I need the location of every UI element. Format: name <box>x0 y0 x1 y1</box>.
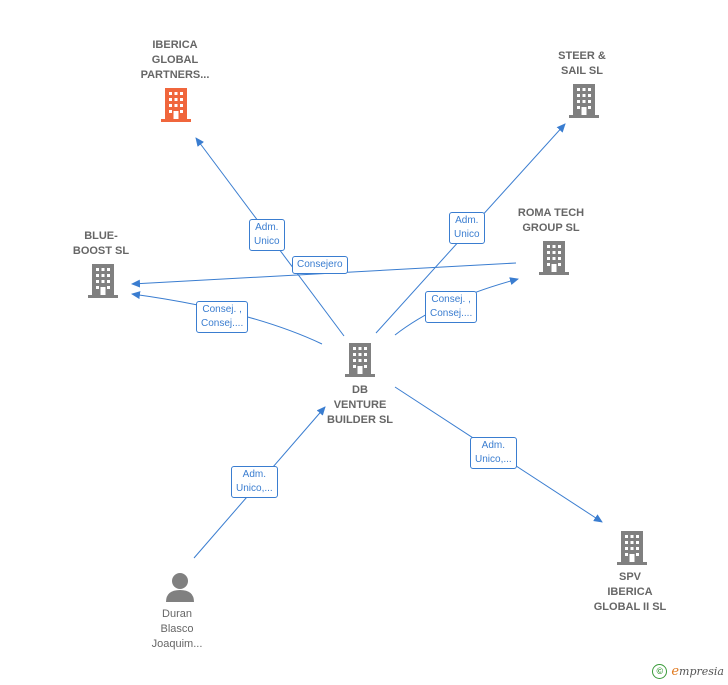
edge-label-iberica[interactable]: Adm. Unico <box>249 219 285 251</box>
blueboost-building-icon[interactable] <box>88 264 118 298</box>
center-node-label[interactable]: DB VENTURE BUILDER SL <box>327 384 393 426</box>
spv-building-icon[interactable] <box>617 531 647 565</box>
spv-node-label[interactable]: SPV IBERICA GLOBAL II SL <box>593 571 667 613</box>
iberica-node-label[interactable]: IBERICA GLOBAL PARTNERS... <box>140 39 210 81</box>
roma-node-label[interactable]: ROMA TECH GROUP SL <box>517 207 585 234</box>
steer-node-label[interactable]: STEER & SAIL SL <box>558 50 606 77</box>
edge-label-steer[interactable]: Adm. Unico <box>449 212 485 244</box>
edge-label-spv[interactable]: Adm. Unico,... <box>470 437 517 469</box>
roma-building-icon[interactable] <box>539 241 569 275</box>
brand-logo: empresia <box>671 664 724 679</box>
person-icon[interactable] <box>164 572 196 602</box>
steer-building-icon[interactable] <box>569 84 599 118</box>
iberica-building-icon[interactable] <box>161 88 191 122</box>
edge-label-blueboost[interactable]: Consej. , Consej.... <box>196 301 249 333</box>
edge-label-duran[interactable]: Adm. Unico,... <box>231 466 278 498</box>
edge-label-roma[interactable]: Consej. , Consej.... <box>425 291 478 323</box>
footer-brand: © empresia <box>652 664 724 679</box>
blueboost-node-label[interactable]: BLUE- BOOST SL <box>72 230 130 257</box>
copyright-icon: © <box>652 664 668 679</box>
center-building-icon[interactable] <box>345 343 375 377</box>
duran-person-label[interactable]: Duran Blasco Joaquim... <box>151 608 203 650</box>
edge-label-consejero[interactable]: Consejero <box>292 256 348 274</box>
